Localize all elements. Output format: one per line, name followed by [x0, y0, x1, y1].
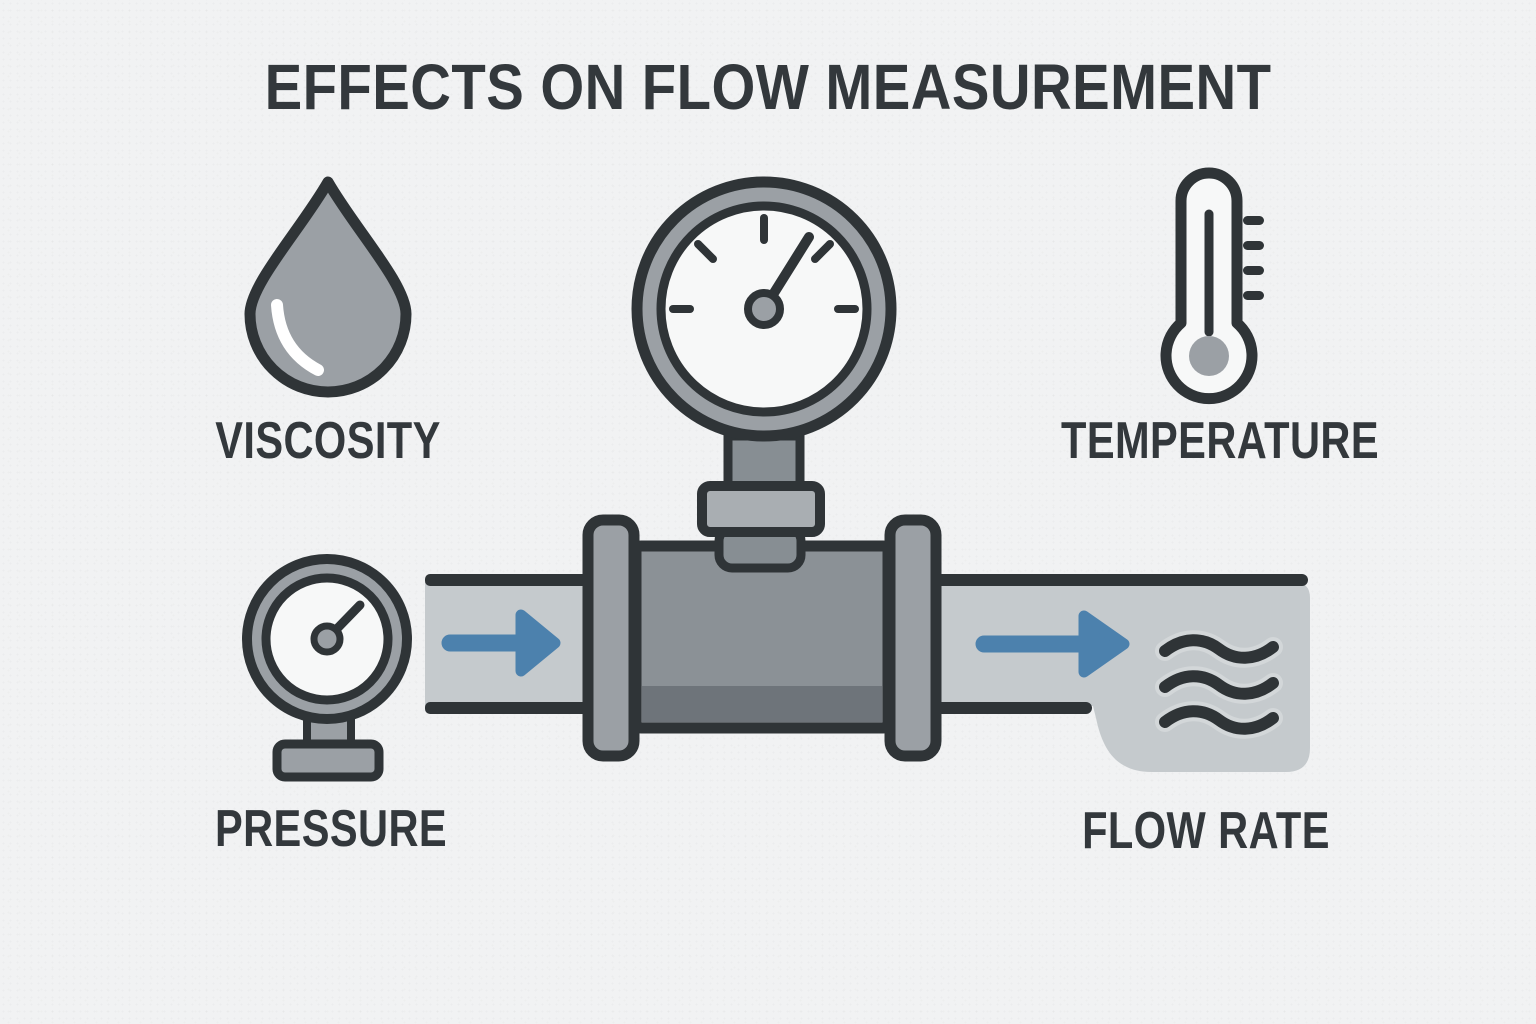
flow-meter-body-shadow-band — [642, 686, 882, 722]
page-title: EFFECTS ON FLOW MEASUREMENT — [264, 51, 1272, 123]
thermometer-icon — [1160, 167, 1264, 405]
wave-line-3 — [1159, 705, 1279, 735]
pressure-gauge-icon — [242, 554, 412, 782]
pipe-right-bottom-rail — [930, 702, 1092, 714]
gauge-tick-marks — [669, 214, 859, 313]
pipe-flange-left — [582, 514, 640, 762]
pipe-right-segment — [930, 582, 1310, 772]
water-droplet-icon — [244, 176, 412, 398]
wave-line-2 — [1159, 670, 1279, 700]
gauge-connector-flange — [697, 481, 825, 537]
pipe-right-top-rail — [930, 574, 1308, 586]
flow-arrow-right — [975, 610, 1130, 678]
pressure-gauge-base — [272, 739, 384, 782]
pipe-left-bottom-rail — [425, 702, 597, 714]
droplet-shape — [244, 176, 412, 398]
viscosity-label: VISCOSITY — [215, 412, 441, 470]
temperature-label: TEMPERATURE — [1061, 412, 1379, 470]
pressure-label: PRESSURE — [214, 800, 448, 858]
pipe-flange-right — [884, 514, 942, 762]
pipe-left-top-rail — [425, 574, 597, 586]
thermometer-bulb — [1189, 336, 1229, 376]
droplet-highlight — [271, 299, 324, 376]
wavy-flow-lines-icon — [1155, 630, 1283, 739]
flow-meter-gauge-icon — [631, 176, 897, 442]
pipe-with-flanges — [425, 431, 1310, 772]
wave-line-1 — [1159, 634, 1279, 664]
gauge-needle-hub — [744, 289, 784, 329]
thermometer-scale-ticks — [1243, 216, 1264, 300]
flow-rate-label: FLOW RATE — [1082, 802, 1330, 860]
flow-arrow-left — [441, 609, 561, 677]
pressure-gauge-hub — [310, 622, 344, 656]
